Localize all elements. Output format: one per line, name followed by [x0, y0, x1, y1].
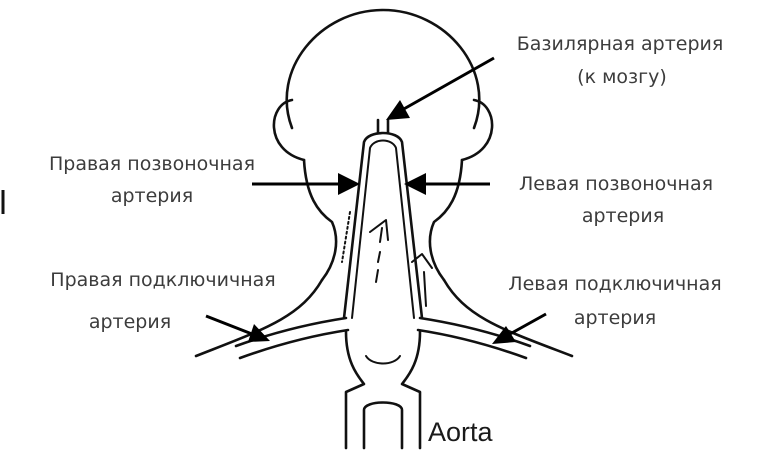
arrow-left-subclavian — [492, 314, 546, 344]
aortic-arch — [346, 332, 420, 448]
label-right-vertebral-line2: артерия — [111, 185, 193, 207]
arrow-left-vertebral — [404, 173, 490, 195]
label-basilar-line2: (к мозгу) — [577, 66, 667, 88]
subclavian-arteries — [236, 318, 530, 358]
label-left-vertebral-line2: артерия — [582, 205, 664, 227]
label-basilar-line1: Базилярная артерия — [517, 33, 724, 55]
label-left-subclavian-line2: артерия — [574, 307, 656, 329]
label-right-subclavian-line2: артерия — [89, 311, 171, 333]
label-left-subclavian-line1: Левая подключичная — [508, 273, 721, 295]
label-right-subclavian-line1: Правая подключичная — [50, 269, 275, 291]
label-left-vertebral-line1: Левая позвоночная — [519, 173, 713, 195]
vertebral-arteries — [342, 120, 432, 318]
label-aorta: Aorta — [428, 417, 494, 447]
label-right-vertebral-line1: Правая позвоночная — [49, 153, 255, 175]
